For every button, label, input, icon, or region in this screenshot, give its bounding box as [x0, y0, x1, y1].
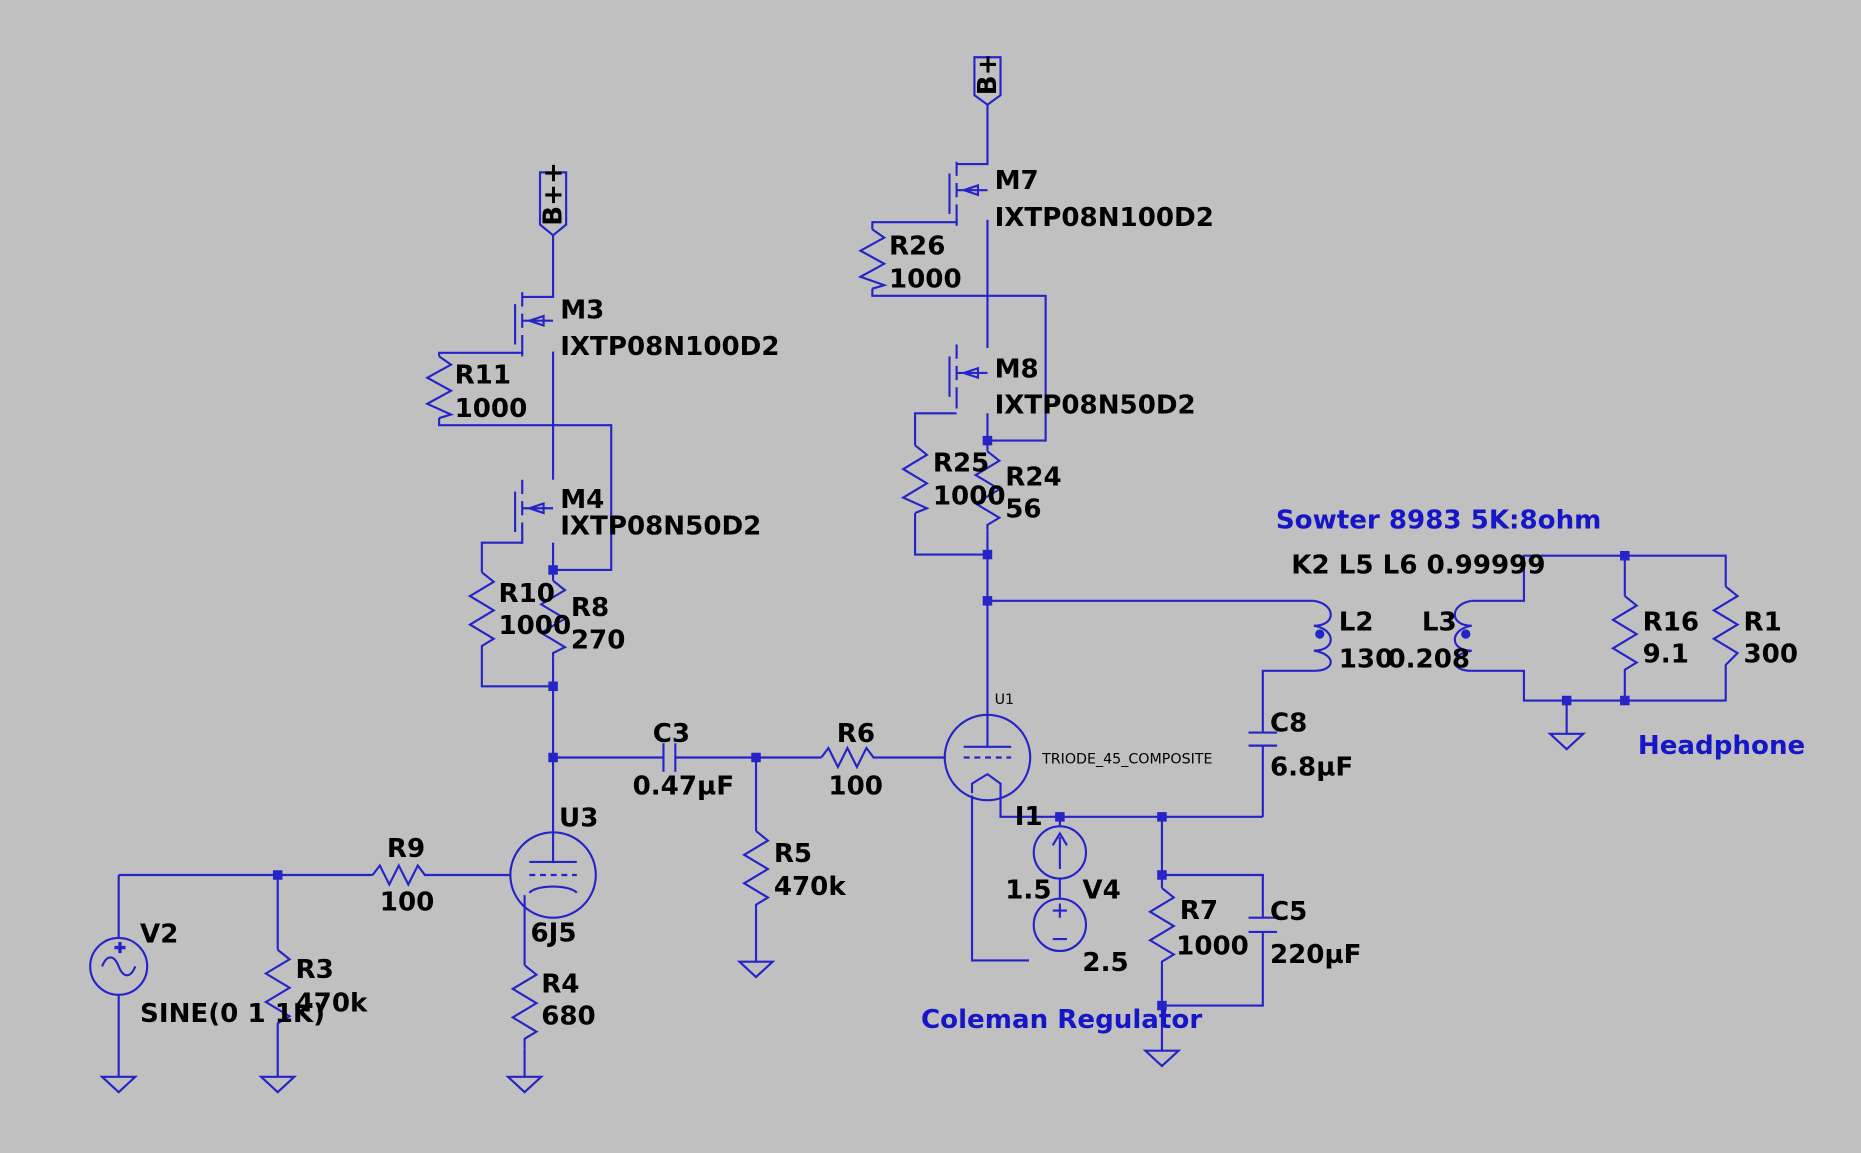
r26-value: 1000 — [889, 264, 962, 294]
l2-value: 130 — [1339, 644, 1394, 674]
r24-value: 56 — [1005, 495, 1041, 525]
junctions — [272, 435, 1630, 1011]
r6-value: 100 — [828, 771, 883, 801]
u3-name: U3 — [559, 803, 598, 833]
labels: B++ B+ M3 IXTP08N100D2 R11 1000 M4 IXTP0… — [140, 53, 1805, 1035]
c3-name: C3 — [653, 719, 690, 749]
r4-name: R4 — [541, 969, 579, 999]
m8-name: M8 — [995, 355, 1039, 385]
inductors — [1313, 599, 1472, 672]
r3-value: 470k — [296, 988, 369, 1018]
junction-dot — [1561, 695, 1572, 706]
r6-name: R6 — [837, 719, 875, 749]
r10-value: 1000 — [498, 611, 571, 641]
v2-value: SINE(0 1 1K) — [140, 999, 325, 1029]
resistors — [263, 228, 1740, 1049]
r16-value: 9.1 — [1643, 640, 1689, 670]
junction-dot — [272, 870, 283, 880]
r1-value: 300 — [1744, 640, 1799, 670]
headphone-comment: Headphone — [1638, 731, 1805, 761]
c5-value: 220µF — [1270, 940, 1362, 970]
r11-name: R11 — [455, 361, 511, 391]
l2-name: L2 — [1339, 608, 1374, 638]
junction-dot — [1055, 812, 1065, 822]
r10-name: R10 — [498, 579, 554, 609]
l3-name: L3 — [1422, 608, 1457, 638]
m8-value: IXTP08N50D2 — [995, 390, 1196, 420]
svg-text:+: + — [114, 940, 126, 956]
junction-dot — [751, 752, 761, 763]
m3-value: IXTP08N100D2 — [560, 332, 779, 362]
r26-name: R26 — [889, 231, 945, 261]
c5-name: C5 — [1270, 897, 1307, 927]
r11-value: 1000 — [455, 394, 528, 424]
wires — [117, 103, 1727, 1077]
junction-dot — [548, 752, 558, 763]
transformer-comment: Sowter 8983 5K:8ohm — [1276, 505, 1602, 535]
mosfets — [514, 161, 988, 544]
junction-dot — [982, 596, 993, 606]
v2-name: V2 — [140, 920, 178, 950]
c3-value: 0.47µF — [633, 771, 734, 801]
i1-name: I1 — [1015, 802, 1043, 832]
r9-value: 100 — [380, 888, 435, 918]
junction-dot — [1620, 695, 1630, 706]
junction-dot — [982, 435, 993, 446]
r5-value: 470k — [774, 872, 847, 902]
m4-value: IXTP08N50D2 — [560, 511, 761, 541]
junction-dot — [1157, 1000, 1167, 1011]
u1-name: U1 — [995, 692, 1014, 708]
junction-dot — [1620, 550, 1630, 561]
r8-name: R8 — [571, 593, 609, 623]
m7-value: IXTP08N100D2 — [995, 203, 1214, 233]
tubes — [509, 713, 1032, 919]
r25-name: R25 — [933, 448, 989, 478]
r7-name: R7 — [1180, 896, 1218, 926]
r9-name: R9 — [387, 834, 425, 864]
r4-value: 680 — [541, 1002, 596, 1032]
grounds — [99, 732, 1586, 1094]
u3-value: 6J5 — [531, 918, 577, 948]
c8-value: 6.8µF — [1270, 752, 1353, 782]
r7-value: 1000 — [1176, 932, 1249, 962]
junction-dot — [1157, 812, 1167, 822]
junction-dot — [1157, 870, 1167, 880]
r1-name: R1 — [1744, 608, 1782, 638]
l3-value: 0.208 — [1387, 644, 1470, 674]
junction-dot — [982, 549, 993, 560]
r3-name: R3 — [296, 955, 334, 985]
junction-dot — [548, 565, 558, 575]
capacitors — [662, 731, 1278, 934]
i1-value: 1.5 — [1005, 876, 1051, 906]
coupling-directive: K2 L5 L6 0.99999 — [1291, 551, 1545, 581]
c8-name: C8 — [1270, 708, 1307, 738]
v4-value: 2.5 — [1082, 948, 1128, 978]
sources: + — [89, 825, 1088, 996]
r24-name: R24 — [1005, 463, 1061, 493]
regulator-comment: Coleman Regulator — [921, 1005, 1202, 1035]
u1-value: TRIODE_45_COMPOSITE — [1041, 751, 1212, 767]
junction-dot — [548, 681, 558, 692]
r16-name: R16 — [1643, 608, 1699, 638]
supply-flags — [538, 56, 1002, 237]
m7-name: M7 — [995, 166, 1039, 196]
r25-value: 1000 — [933, 482, 1006, 512]
r5-name: R5 — [774, 839, 812, 869]
bpp-label: B++ — [538, 162, 568, 226]
bp-label: B+ — [973, 53, 1003, 95]
m3-name: M3 — [560, 295, 604, 325]
m4-name: M4 — [560, 485, 604, 515]
v4-name: V4 — [1082, 876, 1120, 906]
r8-value: 270 — [571, 625, 626, 655]
